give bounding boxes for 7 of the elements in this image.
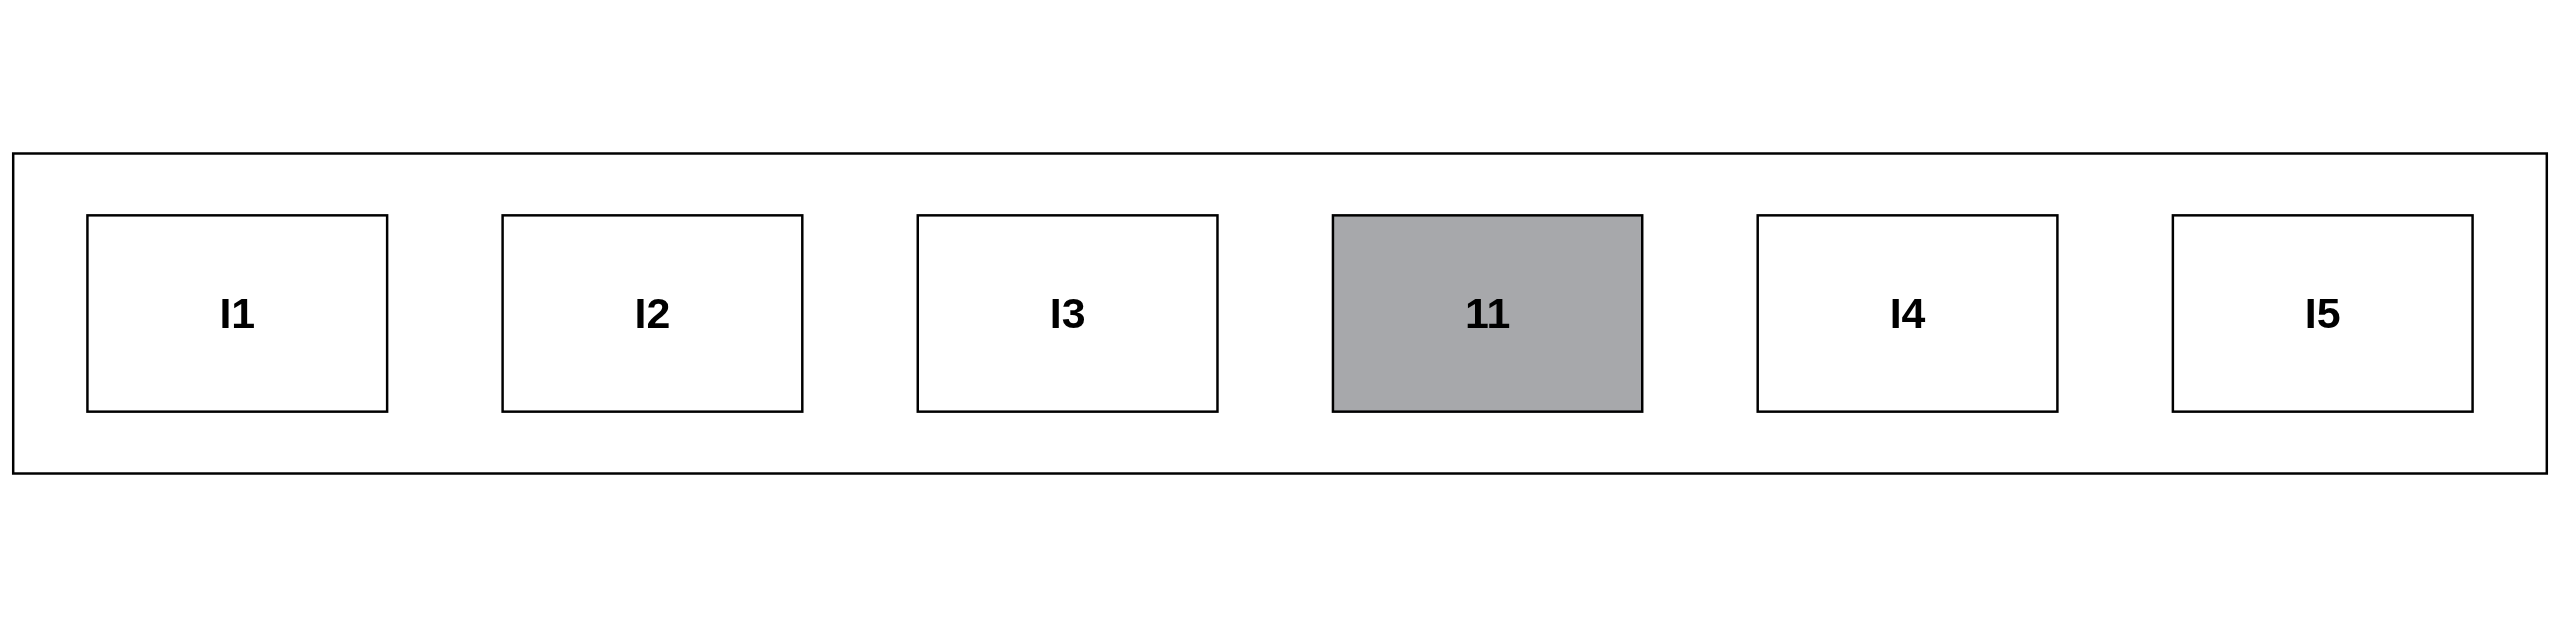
node-box: 11 — [1331, 214, 1644, 413]
node-box: I5 — [2171, 214, 2474, 413]
node-box: I3 — [916, 214, 1219, 413]
cluster — [11, 152, 2549, 475]
node-box: I4 — [1756, 214, 2059, 413]
node-box: I1 — [86, 214, 389, 413]
node-box: I2 — [501, 214, 804, 413]
